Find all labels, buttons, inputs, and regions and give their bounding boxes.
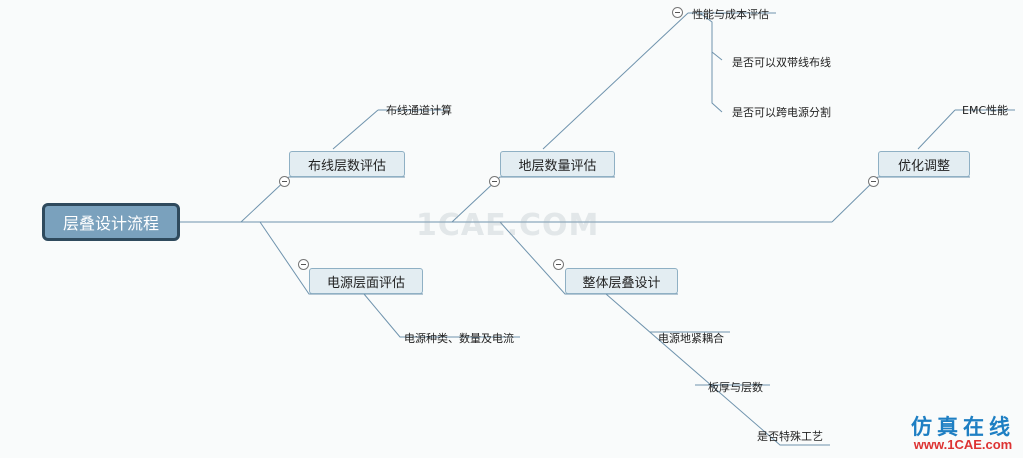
watermark: 1CAE.COM <box>416 208 600 243</box>
collapse-icon[interactable] <box>279 176 290 187</box>
leaf-power-types[interactable]: 电源种类、数量及电流 <box>404 332 514 345</box>
collapse-icon[interactable] <box>489 176 500 187</box>
leaf-emc[interactable]: EMC性能 <box>962 104 1009 117</box>
logo-url: www.1CAE.com <box>913 437 1013 453</box>
leaf-wiring-channel[interactable]: 布线通道计算 <box>386 104 452 117</box>
collapse-icon[interactable] <box>553 259 564 270</box>
branch-node-wiring-layers[interactable]: 布线层数评估 <box>289 151 405 177</box>
branch-node-stackup-design[interactable]: 整体层叠设计 <box>565 268 678 294</box>
site-logo: 仿真在线 www.1CAE.com <box>911 416 1015 454</box>
branch-node-power-plane[interactable]: 电源层面评估 <box>309 268 423 294</box>
leaf-power-ground-coupling[interactable]: 电源地紧耦合 <box>658 332 724 345</box>
leaf-cross-split[interactable]: 是否可以跨电源分割 <box>732 106 831 119</box>
collapse-icon[interactable] <box>672 7 683 18</box>
leaf-performance-cost[interactable]: 性能与成本评估 <box>692 8 769 21</box>
branch-node-optimize[interactable]: 优化调整 <box>878 151 970 177</box>
collapse-icon[interactable] <box>298 259 309 270</box>
branch-node-ground-layers[interactable]: 地层数量评估 <box>500 151 615 177</box>
leaf-special-process[interactable]: 是否特殊工艺 <box>757 430 823 443</box>
root-node[interactable]: 层叠设计流程 <box>42 203 180 241</box>
collapse-icon[interactable] <box>868 176 879 187</box>
leaf-dual-stripline[interactable]: 是否可以双带线布线 <box>732 56 831 69</box>
logo-text: 仿真在线 <box>911 414 1015 440</box>
leaf-board-thickness[interactable]: 板厚与层数 <box>708 381 763 394</box>
